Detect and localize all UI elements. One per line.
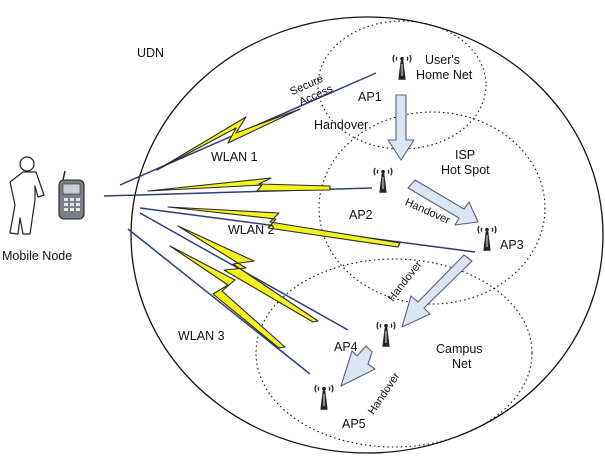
handover-label-1: Handover — [314, 118, 368, 132]
campus-net-label-line2: Net — [452, 357, 472, 371]
ap3-label: AP3 — [500, 238, 524, 252]
wlan1-label: WLAN 1 — [211, 150, 258, 164]
access-point-icon-ap1 — [392, 54, 412, 81]
ap5-label: AP5 — [342, 417, 366, 431]
udn-label: UDN — [137, 46, 164, 60]
wlan3-label: WLAN 3 — [178, 329, 225, 343]
handover-label-3: Handover — [386, 259, 425, 304]
campus-net-area — [255, 258, 533, 448]
lightning-bolt-wlan1 — [156, 108, 301, 171]
handover-arrow-ap3-ap4 — [401, 254, 473, 328]
access-point-icon-ap2 — [373, 167, 393, 194]
users-home-net-area — [317, 20, 487, 150]
isp-hot-spot-area — [318, 111, 546, 305]
wlan2-label: WLAN 2 — [228, 223, 275, 237]
users-home-net-label-line1: User's — [425, 53, 460, 67]
link-line-ap2 — [103, 187, 373, 197]
ap1-label: AP1 — [358, 90, 382, 104]
mobile-node-label: Mobile Node — [2, 249, 72, 263]
ap2-label: AP2 — [349, 208, 373, 222]
access-point-icon-ap4 — [376, 321, 396, 348]
handover-label-4: Handover — [366, 370, 403, 417]
person-icon — [9, 156, 45, 235]
isp-hot-spot-label-line1: ISP — [455, 148, 475, 162]
mobile-phone-icon — [58, 170, 85, 220]
handover-arrow-ap4-ap5 — [340, 345, 376, 387]
lightning-bolt-wlan2 — [167, 206, 401, 248]
access-point-icon-ap3 — [477, 225, 497, 252]
handover-arrow-ap1-ap2 — [387, 94, 415, 161]
link-line-ap5 — [127, 228, 311, 375]
lightning-bolt-ap2 — [147, 177, 331, 192]
campus-net-label-line1: Campus — [436, 342, 483, 356]
lightning-bolt-ap4 — [177, 225, 319, 323]
udn-boundary — [130, 16, 604, 454]
ap4-label: AP4 — [334, 340, 358, 354]
lightning-bolt-wlan3 — [169, 245, 286, 349]
handover-arrow-ap2-ap3 — [407, 179, 479, 226]
isp-hot-spot-label-line2: Hot Spot — [441, 163, 490, 177]
users-home-net-label-line2: Home Net — [416, 68, 473, 82]
access-point-icon-ap5 — [314, 384, 334, 411]
